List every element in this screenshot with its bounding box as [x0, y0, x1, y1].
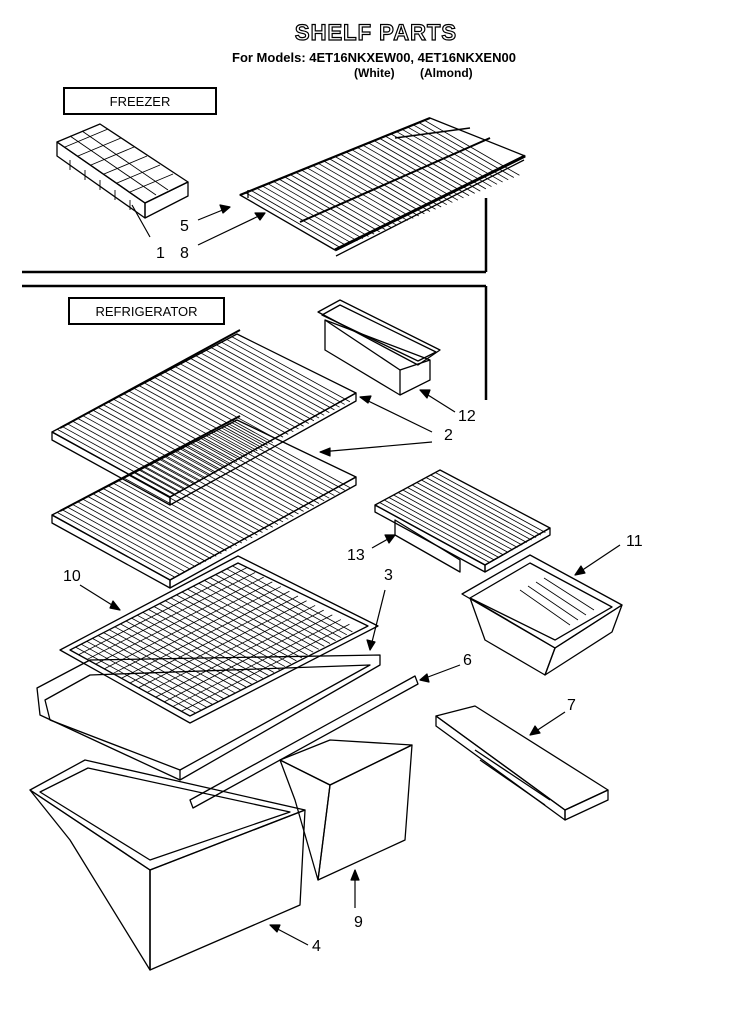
callout-1: 1 [156, 245, 165, 262]
callout-13: 13 [347, 547, 365, 564]
callout-11: 11 [626, 533, 643, 550]
freezer-section-label: FREEZER [63, 87, 217, 115]
callout-3: 3 [384, 567, 393, 584]
callout-7: 7 [567, 697, 576, 714]
small-shelf-part-13 [374, 469, 551, 573]
color-almond-label: (Almond) [420, 66, 473, 80]
front-rail-part-6 [189, 675, 419, 809]
refrigerator-shelves-part-2 [51, 329, 357, 589]
freezer-wire-shelf-part-8 [239, 116, 526, 257]
crisper-drawer-part-9 [279, 739, 413, 881]
meat-pan-part-11 [461, 554, 623, 676]
models-line: For Models: 4ET16NKXEW00, 4ET16NKXEN00 [232, 50, 516, 65]
callout-5: 5 [180, 218, 189, 235]
section-dividers [22, 198, 488, 400]
leader-lines [79, 204, 621, 946]
callout-10: 10 [63, 568, 81, 585]
callout-8: 8 [180, 245, 189, 262]
crisper-frame-part-3 [36, 654, 381, 781]
cover-slide-part-7 [435, 705, 609, 821]
refrigerator-section-label: REFRIGERATOR [68, 297, 225, 325]
color-white-label: (White) [354, 66, 395, 80]
ice-tray-part-1 [56, 123, 189, 219]
door-bin-part-12 [317, 299, 441, 396]
callout-2: 2 [444, 427, 453, 444]
callout-9: 9 [354, 914, 363, 931]
callout-12: 12 [458, 408, 476, 425]
callout-4: 4 [312, 938, 321, 955]
callout-6: 6 [463, 652, 472, 669]
crisper-cover-part-10 [59, 555, 379, 724]
crisper-drawer-part-4 [29, 759, 306, 971]
page-title: SHELF PARTS [294, 19, 458, 45]
